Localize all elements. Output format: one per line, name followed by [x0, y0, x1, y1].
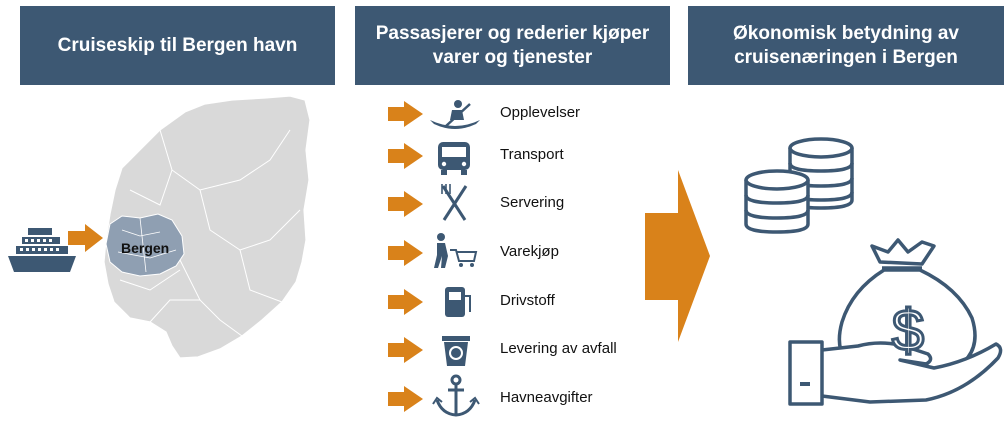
hand	[821, 341, 1003, 404]
service-arrow	[388, 240, 423, 266]
shopping-cart-icon	[434, 233, 478, 268]
service-label: Transport	[500, 146, 564, 163]
service-label: Servering	[500, 194, 565, 211]
header-purchases: Passasjerer og rederier kjøper varer og …	[355, 6, 670, 85]
service-label: Levering av avfall	[500, 340, 617, 357]
service-label: Havneavgifter	[500, 389, 593, 406]
coin-stack-front	[744, 169, 810, 234]
header-impact-line2: cruisenæringen i Bergen	[734, 46, 958, 68]
money-bag-top	[870, 238, 936, 266]
bus-icon	[438, 142, 470, 175]
kayak-icon	[430, 100, 480, 129]
dollar-sign-icon: $	[892, 298, 924, 363]
header-purchases-line2: varer og tjenester	[432, 46, 593, 68]
header-impact-line1: Økonomisk betydning av	[733, 22, 959, 44]
service-arrow	[388, 101, 423, 127]
service-arrow	[388, 386, 423, 412]
service-arrow	[388, 289, 423, 315]
header-cruise-ships: Cruiseskip til Bergen havn	[20, 6, 335, 85]
fuel-pump-icon	[445, 287, 471, 317]
service-label: Opplevelser	[500, 104, 581, 121]
anchor-icon	[432, 374, 480, 417]
map-borders	[119, 129, 301, 337]
header-economic-impact: Økonomisk betydning av cruisenæringen i …	[688, 6, 1004, 85]
header-cruise-text: Cruiseskip til Bergen havn	[57, 34, 298, 56]
service-label: Varekjøp	[500, 243, 559, 260]
service-arrow	[388, 143, 423, 169]
header-purchases-line1: Passasjerer og rederier kjøper	[375, 22, 650, 44]
fork-knife-icon	[441, 184, 468, 221]
bergen-label: Bergen	[121, 240, 170, 256]
service-arrow	[388, 191, 423, 217]
recycle-bin-icon	[442, 336, 470, 366]
service-arrow	[388, 337, 423, 363]
bergen-region	[105, 213, 185, 277]
service-label: Drivstoff	[500, 292, 555, 309]
cuff	[788, 340, 824, 406]
